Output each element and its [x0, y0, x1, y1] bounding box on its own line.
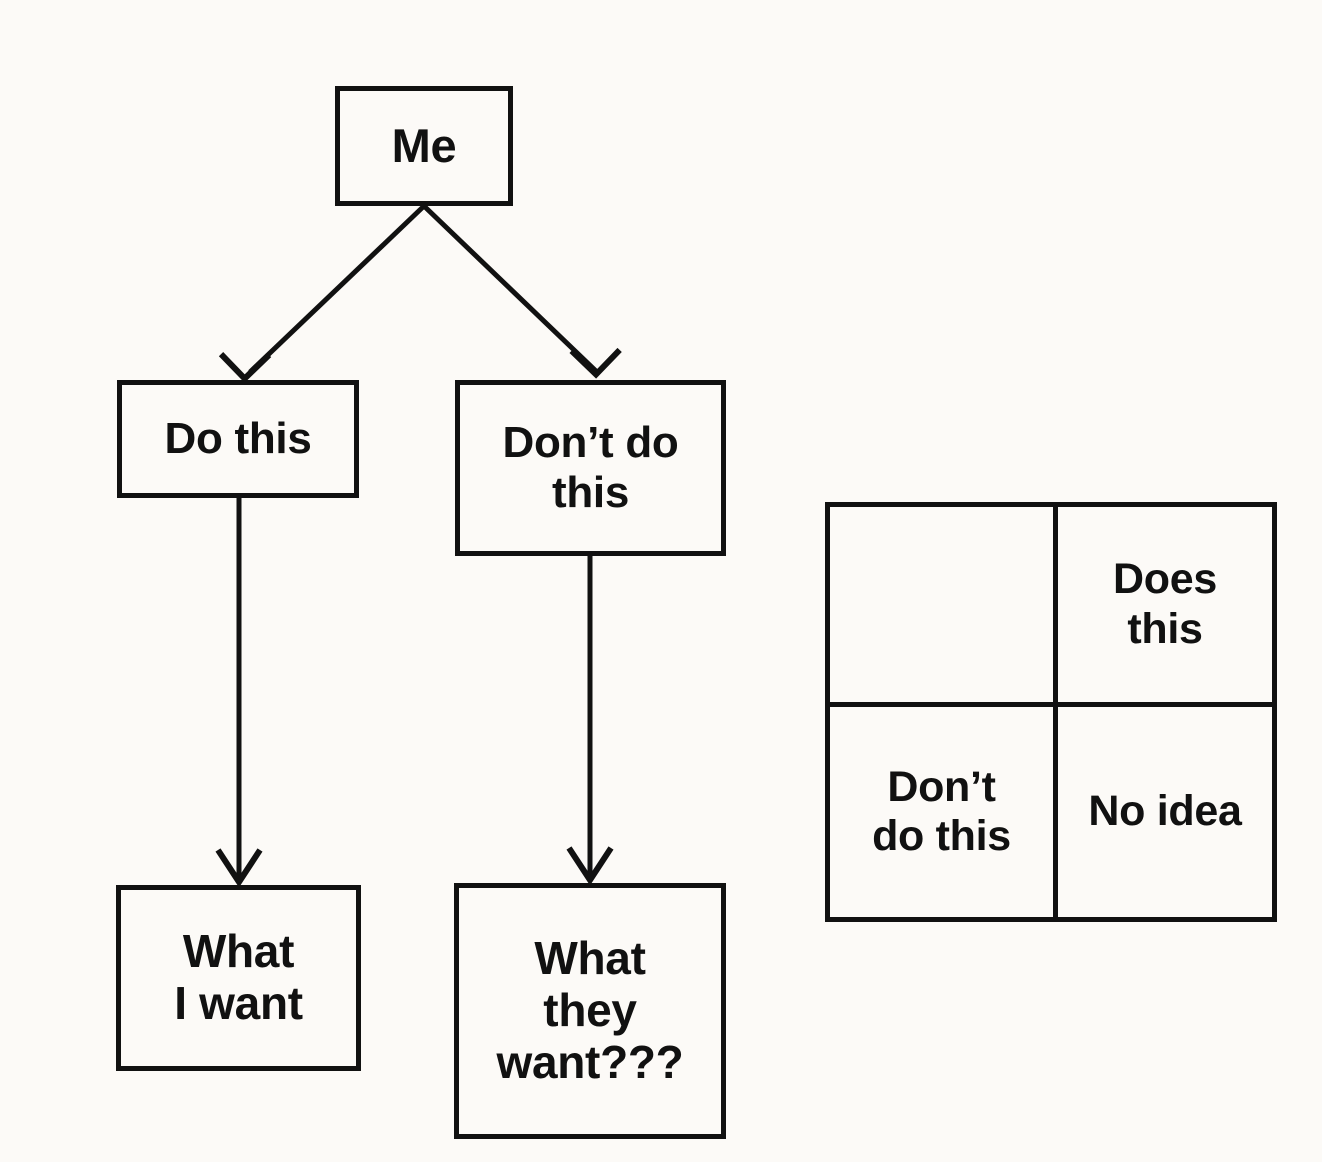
edge-me-to-do-this [218, 204, 426, 383]
flowchart-node-do-this: Do this [117, 380, 359, 498]
matrix-cell-bottom-left: Don’t do this [830, 702, 1053, 917]
matrix-cell-bottom-right: No idea [1053, 702, 1272, 917]
flowchart-node-what-i-want: What I want [116, 885, 361, 1071]
flowchart-node-me: Me [335, 86, 513, 206]
matrix-cell-top-left [830, 507, 1053, 702]
matrix-cell-top-right: Does this [1053, 507, 1272, 702]
edge-do-this-to-what-i-want [215, 498, 263, 888]
edge-me-to-dont-do-this [422, 204, 622, 379]
flowchart-node-what-they-want: What they want??? [454, 883, 726, 1139]
two-by-two-matrix: Does this Don’t do this No idea [825, 502, 1277, 922]
edge-dont-do-this-to-what-they-want [566, 556, 614, 886]
flowchart-node-dont-do-this: Don’t do this [455, 380, 726, 556]
